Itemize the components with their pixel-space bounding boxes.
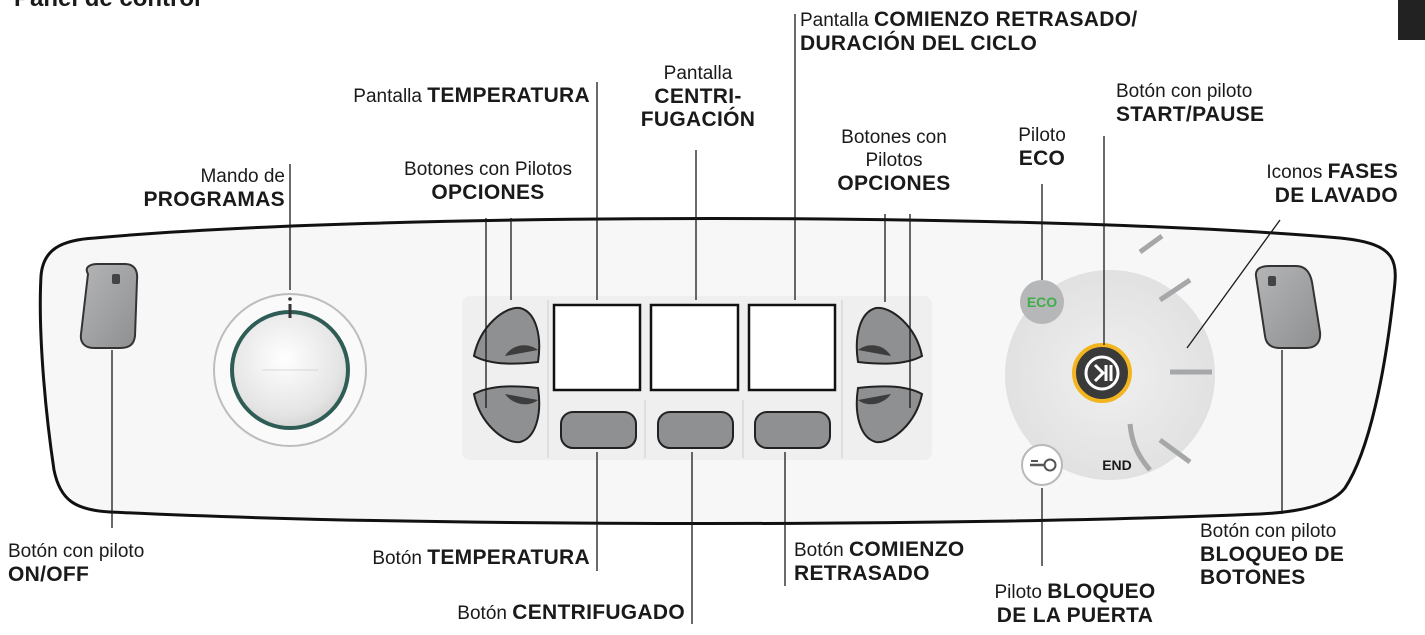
label-on-off: Botón con piloto ON/OFF (8, 541, 145, 586)
option-button-left-top[interactable] (472, 306, 541, 365)
on-off-led (112, 274, 120, 284)
spin-button[interactable] (657, 411, 734, 449)
start-pause-icon (1084, 355, 1120, 391)
label-programs-knob: Mando de PROGRAMAS (143, 166, 285, 211)
door-lock-light (1021, 444, 1063, 486)
label-delay-display: Pantalla COMIENZO RETRASADO/ DURACIÓN DE… (800, 8, 1138, 55)
label-eco-light: Piloto ECO (1018, 125, 1066, 170)
eco-light-text: ECO (1027, 294, 1057, 310)
delay-start-button[interactable] (754, 411, 831, 449)
display-temperature (552, 303, 642, 392)
end-label: END (1102, 457, 1132, 473)
header-fragment: Panel de control (14, 0, 201, 12)
wash-phase-icons (1127, 233, 1212, 472)
program-knob[interactable] (213, 293, 367, 447)
page-tab (1398, 0, 1425, 40)
label-temperature-display: Pantalla TEMPERATURA (353, 84, 590, 107)
label-temperature-button: Botón TEMPERATURA (372, 546, 590, 569)
label-door-lock: Piloto BLOQUEO DE LA PUERTA (994, 580, 1156, 627)
label-delay-button: Botón COMIENZO RETRASADO (794, 538, 965, 585)
button-lock-button[interactable] (1254, 265, 1322, 349)
label-wash-phases: Iconos FASES DE LAVADO (1266, 160, 1398, 207)
option-button-left-bottom[interactable] (472, 385, 541, 444)
eco-light: ECO (1020, 280, 1064, 324)
label-spin-button: Botón CENTRIFUGADO (457, 601, 685, 624)
display-spin (649, 303, 740, 392)
display-delay (747, 303, 837, 392)
option-button-right-top[interactable] (855, 306, 924, 365)
option-button-right-bottom[interactable] (855, 385, 924, 444)
leader-lines (111, 14, 1283, 624)
label-spin-display: Pantalla CENTRI- FUGACIÓN (640, 63, 756, 131)
on-off-button[interactable] (79, 263, 139, 349)
button-lock-led (1268, 276, 1276, 286)
start-pause-button[interactable] (1072, 343, 1132, 403)
label-options-left: Botones con Pilotos OPCIONES (404, 159, 572, 204)
label-options-right: Botones con Pilotos OPCIONES (837, 127, 951, 195)
temperature-button[interactable] (560, 411, 637, 449)
label-start-pause: Botón con piloto START/PAUSE (1116, 81, 1265, 126)
label-button-lock: Botón con piloto BLOQUEO DE BOTONES (1200, 521, 1345, 589)
key-lock-icon (1030, 458, 1057, 472)
